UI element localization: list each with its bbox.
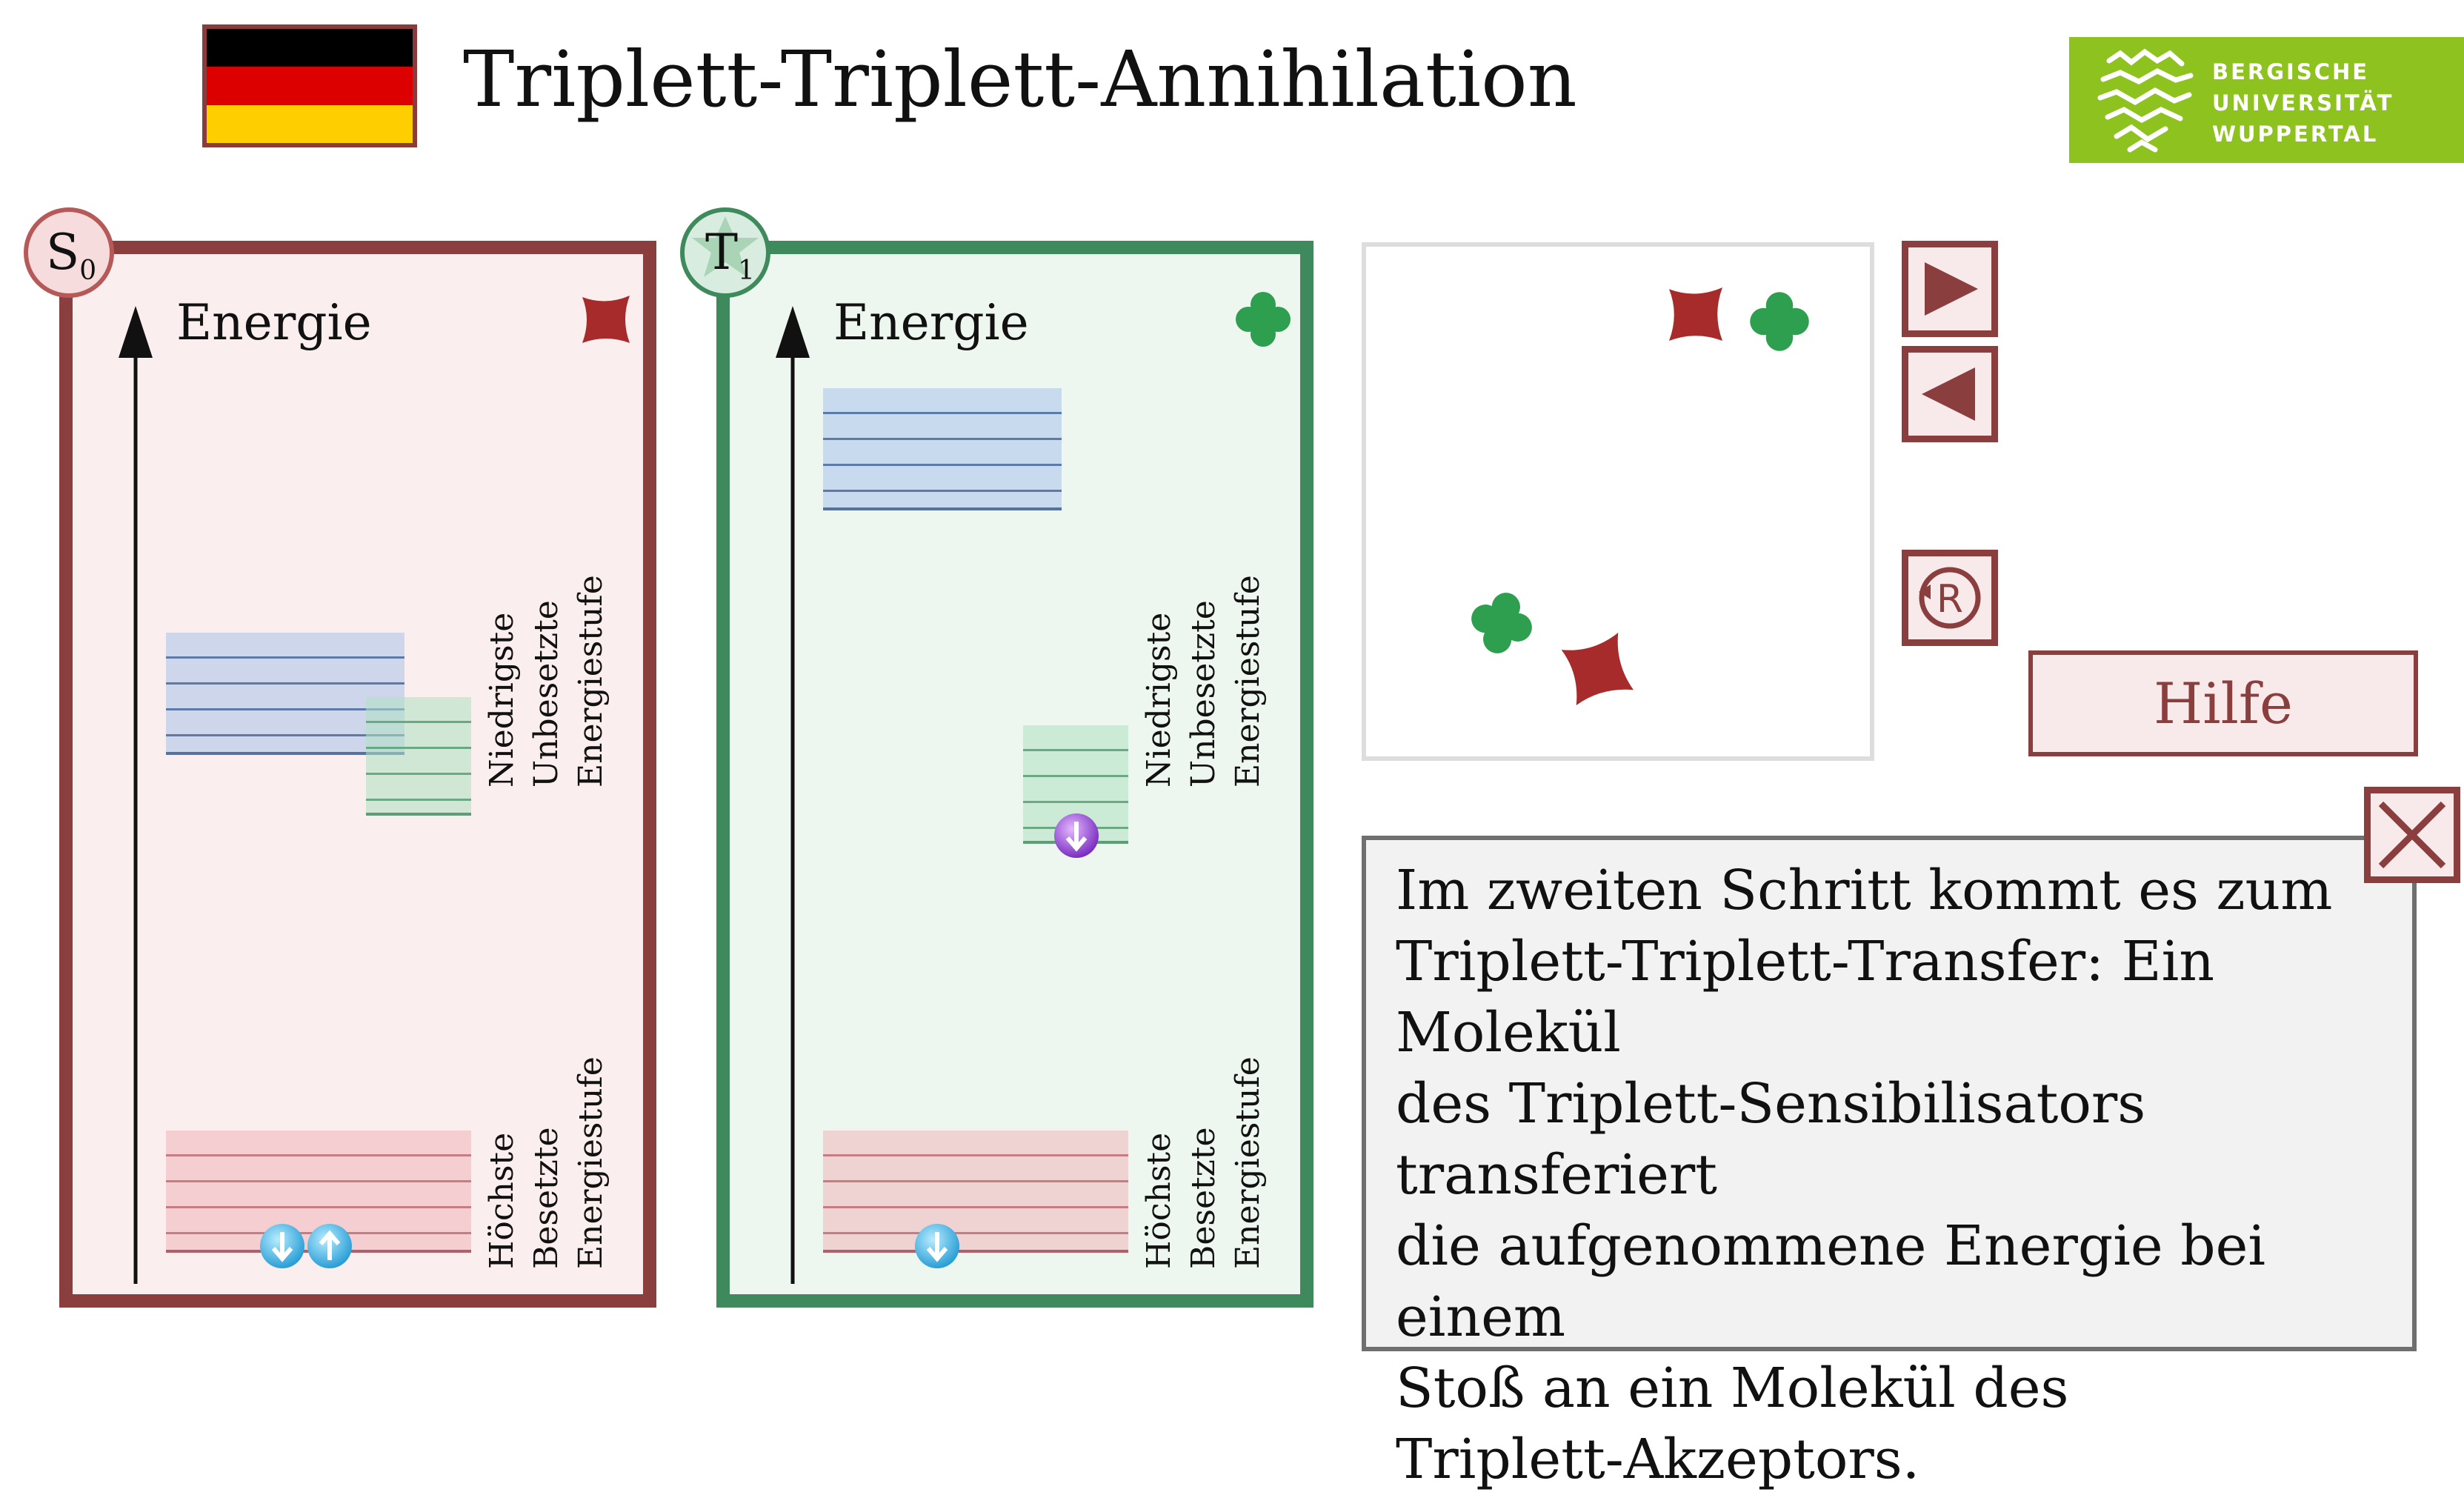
- explanation-text: Im zweiten Schritt kommt es zum Triplett…: [1396, 855, 2390, 1495]
- svg-text:R: R: [1937, 577, 1963, 622]
- lumo-band-blue: [823, 388, 1062, 510]
- electron-icon: [915, 1224, 959, 1268]
- electron-excited-icon: [1054, 813, 1099, 858]
- red-square-molecule-icon: [1561, 633, 1634, 705]
- s0-state-badge: S0: [24, 207, 114, 298]
- explanation-line: Triplett-Akzeptors.: [1396, 1428, 1920, 1491]
- play-icon: [1925, 262, 1978, 316]
- red-square-molecule-icon: [1669, 287, 1722, 341]
- lumo-label: Niedrigste Unbesetzte Energiestufe: [483, 575, 610, 788]
- energy-axis-arrow-icon: [119, 306, 153, 1284]
- lumo-band-green: [366, 697, 471, 816]
- green-clover-molecule-icon: [1750, 292, 1809, 351]
- explanation-line: Triplett-Triplett-Transfer: Ein Molekül: [1396, 930, 2214, 1065]
- lumo-label: Niedrigste Unbesetzte Energiestufe: [1140, 575, 1267, 788]
- star-icon: [692, 216, 759, 277]
- green-clover-molecule-icon: [1236, 292, 1291, 347]
- explanation-line: die aufgenommene Energie bei einem: [1396, 1214, 2266, 1349]
- back-icon: [1922, 367, 1975, 421]
- red-square-molecule-icon: [582, 296, 630, 343]
- close-button[interactable]: [2364, 787, 2460, 883]
- flag-stripe-black: [207, 29, 413, 67]
- energy-axis-label: Energie: [176, 294, 372, 351]
- t1-energy-panel: Energie Niedrigste Unbesetzte: [716, 241, 1313, 1308]
- logo-line-2: UNIVERSITÄT: [2212, 90, 2394, 116]
- university-logo: BERGISCHE UNIVERSITÄT WUPPERTAL: [2069, 37, 2464, 163]
- t1-badge-label: T1: [705, 224, 755, 287]
- green-clover-molecule-icon: [1471, 593, 1532, 653]
- energy-axis-arrow-icon: [776, 306, 810, 1284]
- play-button[interactable]: [1902, 241, 1998, 337]
- electron-pair-icon: [260, 1224, 352, 1268]
- reset-icon: R: [1919, 567, 1981, 629]
- close-icon: [2378, 801, 2446, 869]
- lumo-band-blue: [166, 633, 404, 755]
- homo-band-red: [823, 1131, 1128, 1253]
- back-button[interactable]: [1902, 346, 1998, 442]
- collision-animation-area: [1362, 242, 1874, 761]
- flag-stripe-gold: [207, 104, 413, 143]
- page-title: Triplett-Triplett-Annihilation: [463, 34, 1577, 124]
- german-flag-icon[interactable]: [202, 24, 417, 147]
- explanation-line: Im zweiten Schritt kommt es zum: [1396, 859, 2333, 922]
- logo-line-3: WUPPERTAL: [2212, 121, 2379, 147]
- explanation-line: Stoß an ein Molekül des: [1396, 1356, 2069, 1420]
- lion-emblem-icon: [2097, 48, 2194, 153]
- help-button[interactable]: Hilfe: [2028, 650, 2418, 756]
- logo-text: BERGISCHE UNIVERSITÄT WUPPERTAL: [2212, 56, 2394, 150]
- logo-line-1: BERGISCHE: [2212, 59, 2370, 84]
- explanation-text-box: Im zweiten Schritt kommt es zum Triplett…: [1362, 836, 2417, 1491]
- s0-energy-panel: Energie Niedrigste Unbesetzte Energiestu…: [59, 241, 656, 1308]
- explanation-line: des Triplett-Sensibilisators transferier…: [1396, 1072, 2146, 1207]
- homo-label: Höchste Besetzte Energiestufe: [483, 1056, 610, 1269]
- reset-button[interactable]: R: [1902, 550, 1998, 646]
- energy-axis-label: Energie: [833, 294, 1029, 351]
- s0-badge-label: S0: [46, 224, 97, 287]
- t1-state-badge: T1: [680, 207, 770, 298]
- flag-stripe-red: [207, 67, 413, 105]
- homo-label: Höchste Besetzte Energiestufe: [1140, 1056, 1267, 1269]
